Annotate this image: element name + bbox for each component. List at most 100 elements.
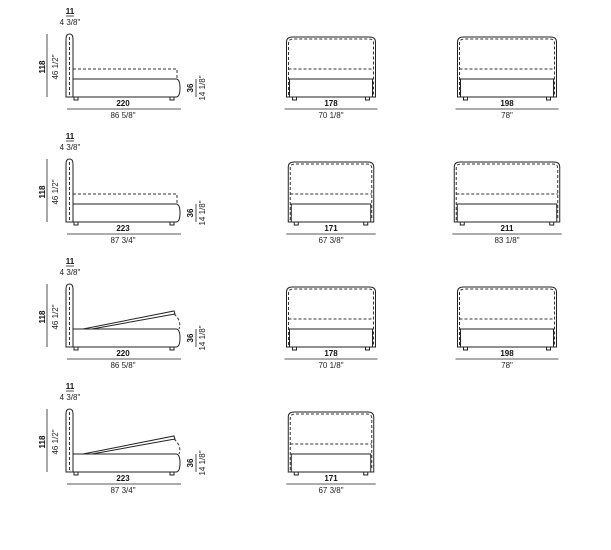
foot bbox=[459, 221, 465, 226]
front-view: 171 67 3/8" bbox=[286, 411, 376, 495]
storage-lid-open bbox=[82, 310, 176, 330]
headboard-stitching bbox=[289, 413, 373, 470]
headboard bbox=[65, 283, 74, 348]
base-height-cm: 36 bbox=[186, 458, 195, 467]
foot bbox=[365, 96, 370, 101]
width-cm: 198 bbox=[500, 99, 514, 108]
foot bbox=[73, 346, 79, 351]
base-height-in: 14 1/8" bbox=[198, 75, 207, 100]
bed-base bbox=[72, 453, 181, 473]
front-view: 211 83 1/8" bbox=[452, 161, 562, 245]
bed-base bbox=[460, 328, 554, 348]
headboard-depth-cm: 11 bbox=[66, 132, 75, 141]
bed-base bbox=[72, 328, 181, 348]
width-cm: 171 bbox=[324, 474, 338, 483]
front-view: 178 70 1/8" bbox=[284, 286, 378, 370]
foot bbox=[363, 221, 369, 226]
base-height-cm: 36 bbox=[186, 208, 195, 217]
headboard-stitching bbox=[455, 163, 559, 220]
foot bbox=[363, 471, 369, 476]
width-cm: 178 bbox=[324, 99, 338, 108]
length-in: 86 5/8" bbox=[110, 111, 135, 120]
base-height-cm: 36 bbox=[186, 83, 195, 92]
headboard-stitching bbox=[459, 288, 555, 345]
bed-base bbox=[289, 328, 373, 348]
lid-swing-arc bbox=[173, 438, 181, 455]
width-in: 78" bbox=[501, 111, 513, 120]
base-height-in: 14 1/8" bbox=[198, 325, 207, 350]
bed-base bbox=[289, 78, 373, 98]
foot bbox=[292, 96, 297, 101]
headboard-stitching bbox=[288, 288, 374, 345]
height-in: 46 1/2" bbox=[51, 179, 60, 204]
width-in: 83 1/8" bbox=[494, 236, 519, 245]
foot bbox=[73, 471, 79, 476]
foot bbox=[463, 96, 468, 101]
height-in: 46 1/2" bbox=[51, 429, 60, 454]
foot bbox=[293, 471, 299, 476]
lid-swing-arc bbox=[173, 313, 181, 330]
foot bbox=[169, 96, 175, 101]
width-in: 78" bbox=[501, 361, 513, 370]
base-height-in: 14 1/8" bbox=[198, 450, 207, 475]
foot bbox=[546, 346, 551, 351]
headboard bbox=[65, 33, 74, 98]
headboard-depth-cm: 11 bbox=[66, 382, 75, 391]
headboard-stitching bbox=[288, 38, 374, 95]
height-in: 46 1/2" bbox=[51, 304, 60, 329]
base-height-in: 14 1/8" bbox=[198, 200, 207, 225]
headboard bbox=[65, 158, 74, 223]
length-cm: 223 bbox=[116, 224, 130, 233]
mattress-outline bbox=[73, 68, 178, 79]
foot bbox=[365, 346, 370, 351]
bed-base bbox=[290, 203, 372, 223]
length-in: 87 3/4" bbox=[110, 486, 135, 495]
base-height-cm: 36 bbox=[186, 333, 195, 342]
width-cm: 198 bbox=[500, 349, 514, 358]
width-in: 70 1/8" bbox=[318, 361, 343, 370]
foot bbox=[292, 346, 297, 351]
headboard-stitching bbox=[459, 38, 555, 95]
bed-base bbox=[460, 78, 554, 98]
mattress-outline bbox=[73, 193, 178, 204]
bed-base bbox=[290, 453, 372, 473]
bed-base bbox=[72, 203, 181, 223]
foot bbox=[546, 96, 551, 101]
headboard-depth-in: 4 3/8" bbox=[60, 268, 81, 277]
length-cm: 220 bbox=[116, 99, 130, 108]
length-cm: 220 bbox=[116, 349, 130, 358]
height-cm: 118 bbox=[38, 310, 47, 323]
width-cm: 171 bbox=[324, 224, 338, 233]
headboard-depth-in: 4 3/8" bbox=[60, 143, 81, 152]
width-cm: 178 bbox=[324, 349, 338, 358]
foot bbox=[293, 221, 299, 226]
headboard-depth-in: 4 3/8" bbox=[60, 393, 81, 402]
foot bbox=[169, 471, 175, 476]
length-in: 86 5/8" bbox=[110, 361, 135, 370]
foot bbox=[73, 96, 79, 101]
foot bbox=[549, 221, 555, 226]
width-in: 70 1/8" bbox=[318, 111, 343, 120]
height-cm: 118 bbox=[38, 185, 47, 198]
foot bbox=[169, 221, 175, 226]
foot bbox=[463, 346, 468, 351]
headboard-depth-cm: 11 bbox=[66, 7, 75, 16]
bed-base bbox=[456, 203, 558, 223]
width-in: 67 3/8" bbox=[318, 486, 343, 495]
headboard bbox=[65, 408, 74, 473]
width-cm: 211 bbox=[501, 224, 514, 233]
bed-base bbox=[72, 78, 181, 98]
height-cm: 118 bbox=[38, 435, 47, 448]
headboard-stitching bbox=[289, 163, 373, 220]
height-cm: 118 bbox=[38, 60, 47, 73]
